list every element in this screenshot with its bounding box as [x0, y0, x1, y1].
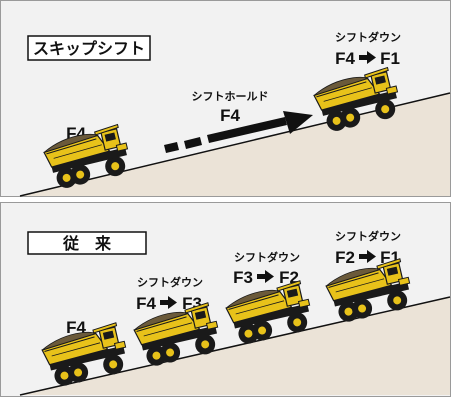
- bottom-step3-arrow-icon: [359, 250, 376, 263]
- bottom-step2-arrow-icon: [257, 270, 274, 283]
- top-hold-label: シフトホールド: [192, 90, 269, 103]
- bottom-start-gear: F4: [66, 318, 86, 337]
- bottom-title-box: [27, 231, 147, 255]
- bottom-step2-label: シフトダウン: [234, 250, 300, 264]
- top-down-arrow-icon: [359, 51, 376, 64]
- bottom-step1-label: シフトダウン: [137, 275, 203, 289]
- bottom-step3-from: F2: [335, 248, 355, 267]
- bottom-step1-from: F4: [136, 294, 156, 313]
- bottom-step1-arrow-icon: [160, 296, 177, 309]
- top-down-label: シフトダウン: [335, 30, 401, 44]
- top-hold-gear: F4: [220, 106, 240, 125]
- bottom-step3-label: シフトダウン: [335, 229, 401, 243]
- top-title: スキップシフト: [33, 39, 145, 58]
- top-title-box: [27, 35, 151, 61]
- top-down-to: F1: [380, 49, 400, 68]
- top-hold-arrow: [164, 111, 313, 153]
- top-down-from: F4: [335, 49, 355, 68]
- bottom-slope-line: [19, 296, 451, 396]
- bottom-title: 従 来: [62, 234, 112, 253]
- bottom-step2-from: F3: [233, 268, 253, 287]
